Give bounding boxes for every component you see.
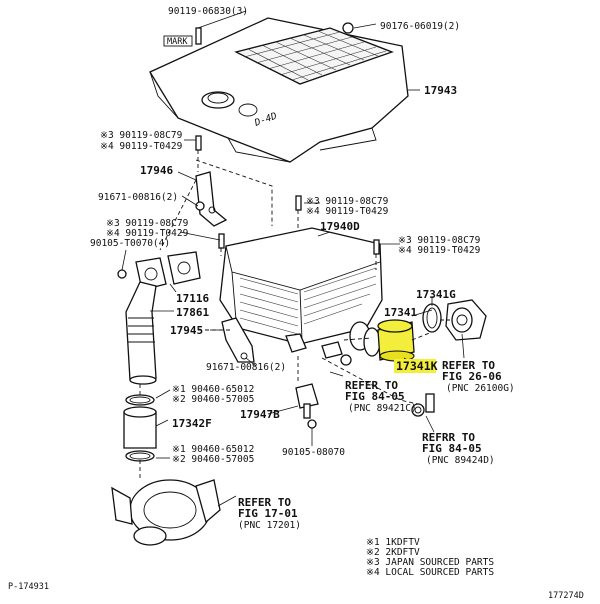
air-pipe-17861 bbox=[125, 281, 157, 385]
label-clamp-1: ※1 90460-65012 bbox=[172, 384, 254, 395]
corner-code: 177274D bbox=[548, 591, 584, 600]
label-mid-2: ※4 90119-T0429 bbox=[306, 206, 389, 217]
label-clamp-4: ※2 90460-57005 bbox=[172, 454, 254, 465]
label-refer-84a-2: FIG 84-05 bbox=[345, 390, 405, 403]
legend-item-3: ※3 JAPAN SOURCED PARTS bbox=[366, 557, 494, 568]
label-17943: 17943 bbox=[424, 84, 457, 97]
label-17861: 17861 bbox=[176, 306, 209, 319]
label-17940d: 17940D bbox=[320, 220, 360, 233]
turbocharger bbox=[111, 479, 221, 546]
label-left-b2: ※4 90119-T0429 bbox=[106, 228, 189, 239]
label-left-b1: ※3 90119-08C79 bbox=[106, 218, 189, 229]
label-17341: 17341 bbox=[384, 306, 417, 319]
label-mid-1: ※3 90119-08C79 bbox=[306, 196, 389, 207]
label-17342f: 17342F bbox=[172, 417, 212, 430]
label-refer-84b-2: FIG 84-05 bbox=[422, 442, 482, 455]
label-right-1: ※3 90119-08C79 bbox=[398, 235, 481, 246]
label-90119-06830: 90119-06830(3) bbox=[168, 6, 248, 17]
intercooler-assembly bbox=[219, 227, 383, 359]
alignment-lines bbox=[139, 150, 450, 480]
label-clamp-3: ※1 90460-65012 bbox=[172, 444, 254, 455]
label-17116: 17116 bbox=[176, 292, 209, 305]
highlight-17341k bbox=[394, 359, 436, 373]
part-labels: 90119-06830(3) MARK 90176-06019(2) 17943… bbox=[90, 6, 515, 531]
hose-clamps bbox=[123, 394, 157, 462]
label-90176-06019: 90176-06019(2) bbox=[380, 21, 460, 32]
legend-item-4: ※4 LOCAL SOURCED PARTS bbox=[366, 567, 494, 578]
legend: ※1 1KDFTV ※2 2KDFTV ※3 JAPAN SOURCED PAR… bbox=[366, 537, 494, 578]
label-90105-08070: 90105-08070 bbox=[282, 447, 345, 458]
label-refer-17-1: REFER TO bbox=[238, 496, 291, 509]
bracket-17945 bbox=[221, 317, 255, 363]
label-left-a2: ※4 90119-T0429 bbox=[100, 141, 183, 152]
legend-item-1: ※1 1KDFTV bbox=[366, 537, 420, 548]
label-refer-17-2: FIG 17-01 bbox=[238, 507, 298, 520]
label-clamp-2: ※2 90460-57005 bbox=[172, 394, 254, 405]
label-17945: 17945 bbox=[170, 324, 203, 337]
label-refer-17-3: (PNC 17201) bbox=[238, 520, 301, 531]
label-refer-84a-3: (PNC 89421C) bbox=[348, 403, 417, 414]
label-90105-t0070: 90105-T0070(4) bbox=[90, 238, 170, 249]
label-91671-a: 91671-00816(2) bbox=[98, 192, 178, 203]
label-left-a1: ※3 90119-08C79 bbox=[100, 130, 183, 141]
label-refer-84a-1: REFER TO bbox=[345, 379, 398, 392]
label-right-2: ※4 90119-T0429 bbox=[398, 245, 481, 256]
gasket-17116 bbox=[135, 251, 201, 291]
label-17947b: 17947B bbox=[240, 408, 280, 421]
bolt-studs bbox=[117, 22, 380, 279]
figure-id: P-174931 bbox=[8, 582, 49, 592]
label-refer-26-2: FIG 26-06 bbox=[442, 370, 502, 383]
label-17946: 17946 bbox=[140, 164, 173, 177]
throttle-body bbox=[445, 299, 487, 341]
label-91671-b: 91671-00816(2) bbox=[206, 362, 286, 373]
label-refer-84b-1: REFRR TO bbox=[422, 431, 475, 444]
label-refer-84b-3: (PNC 89424D) bbox=[426, 455, 495, 466]
label-17341k: 17341K bbox=[396, 359, 438, 373]
engine-cover: D-4D bbox=[149, 17, 409, 163]
clamp-17341g bbox=[422, 303, 442, 333]
bracket-17946 bbox=[195, 171, 228, 227]
label-17341g: 17341G bbox=[416, 288, 456, 301]
hose-17341k-highlighted bbox=[377, 319, 415, 362]
mark-box bbox=[163, 35, 193, 47]
label-refer-26-1: REFER TO bbox=[442, 359, 495, 372]
legend-item-2: ※2 2KDFTV bbox=[366, 547, 420, 558]
label-refer-26-3: (PNC 26100G) bbox=[446, 383, 515, 394]
sensor-89421c bbox=[295, 383, 319, 429]
label-mark: MARK bbox=[167, 37, 188, 47]
